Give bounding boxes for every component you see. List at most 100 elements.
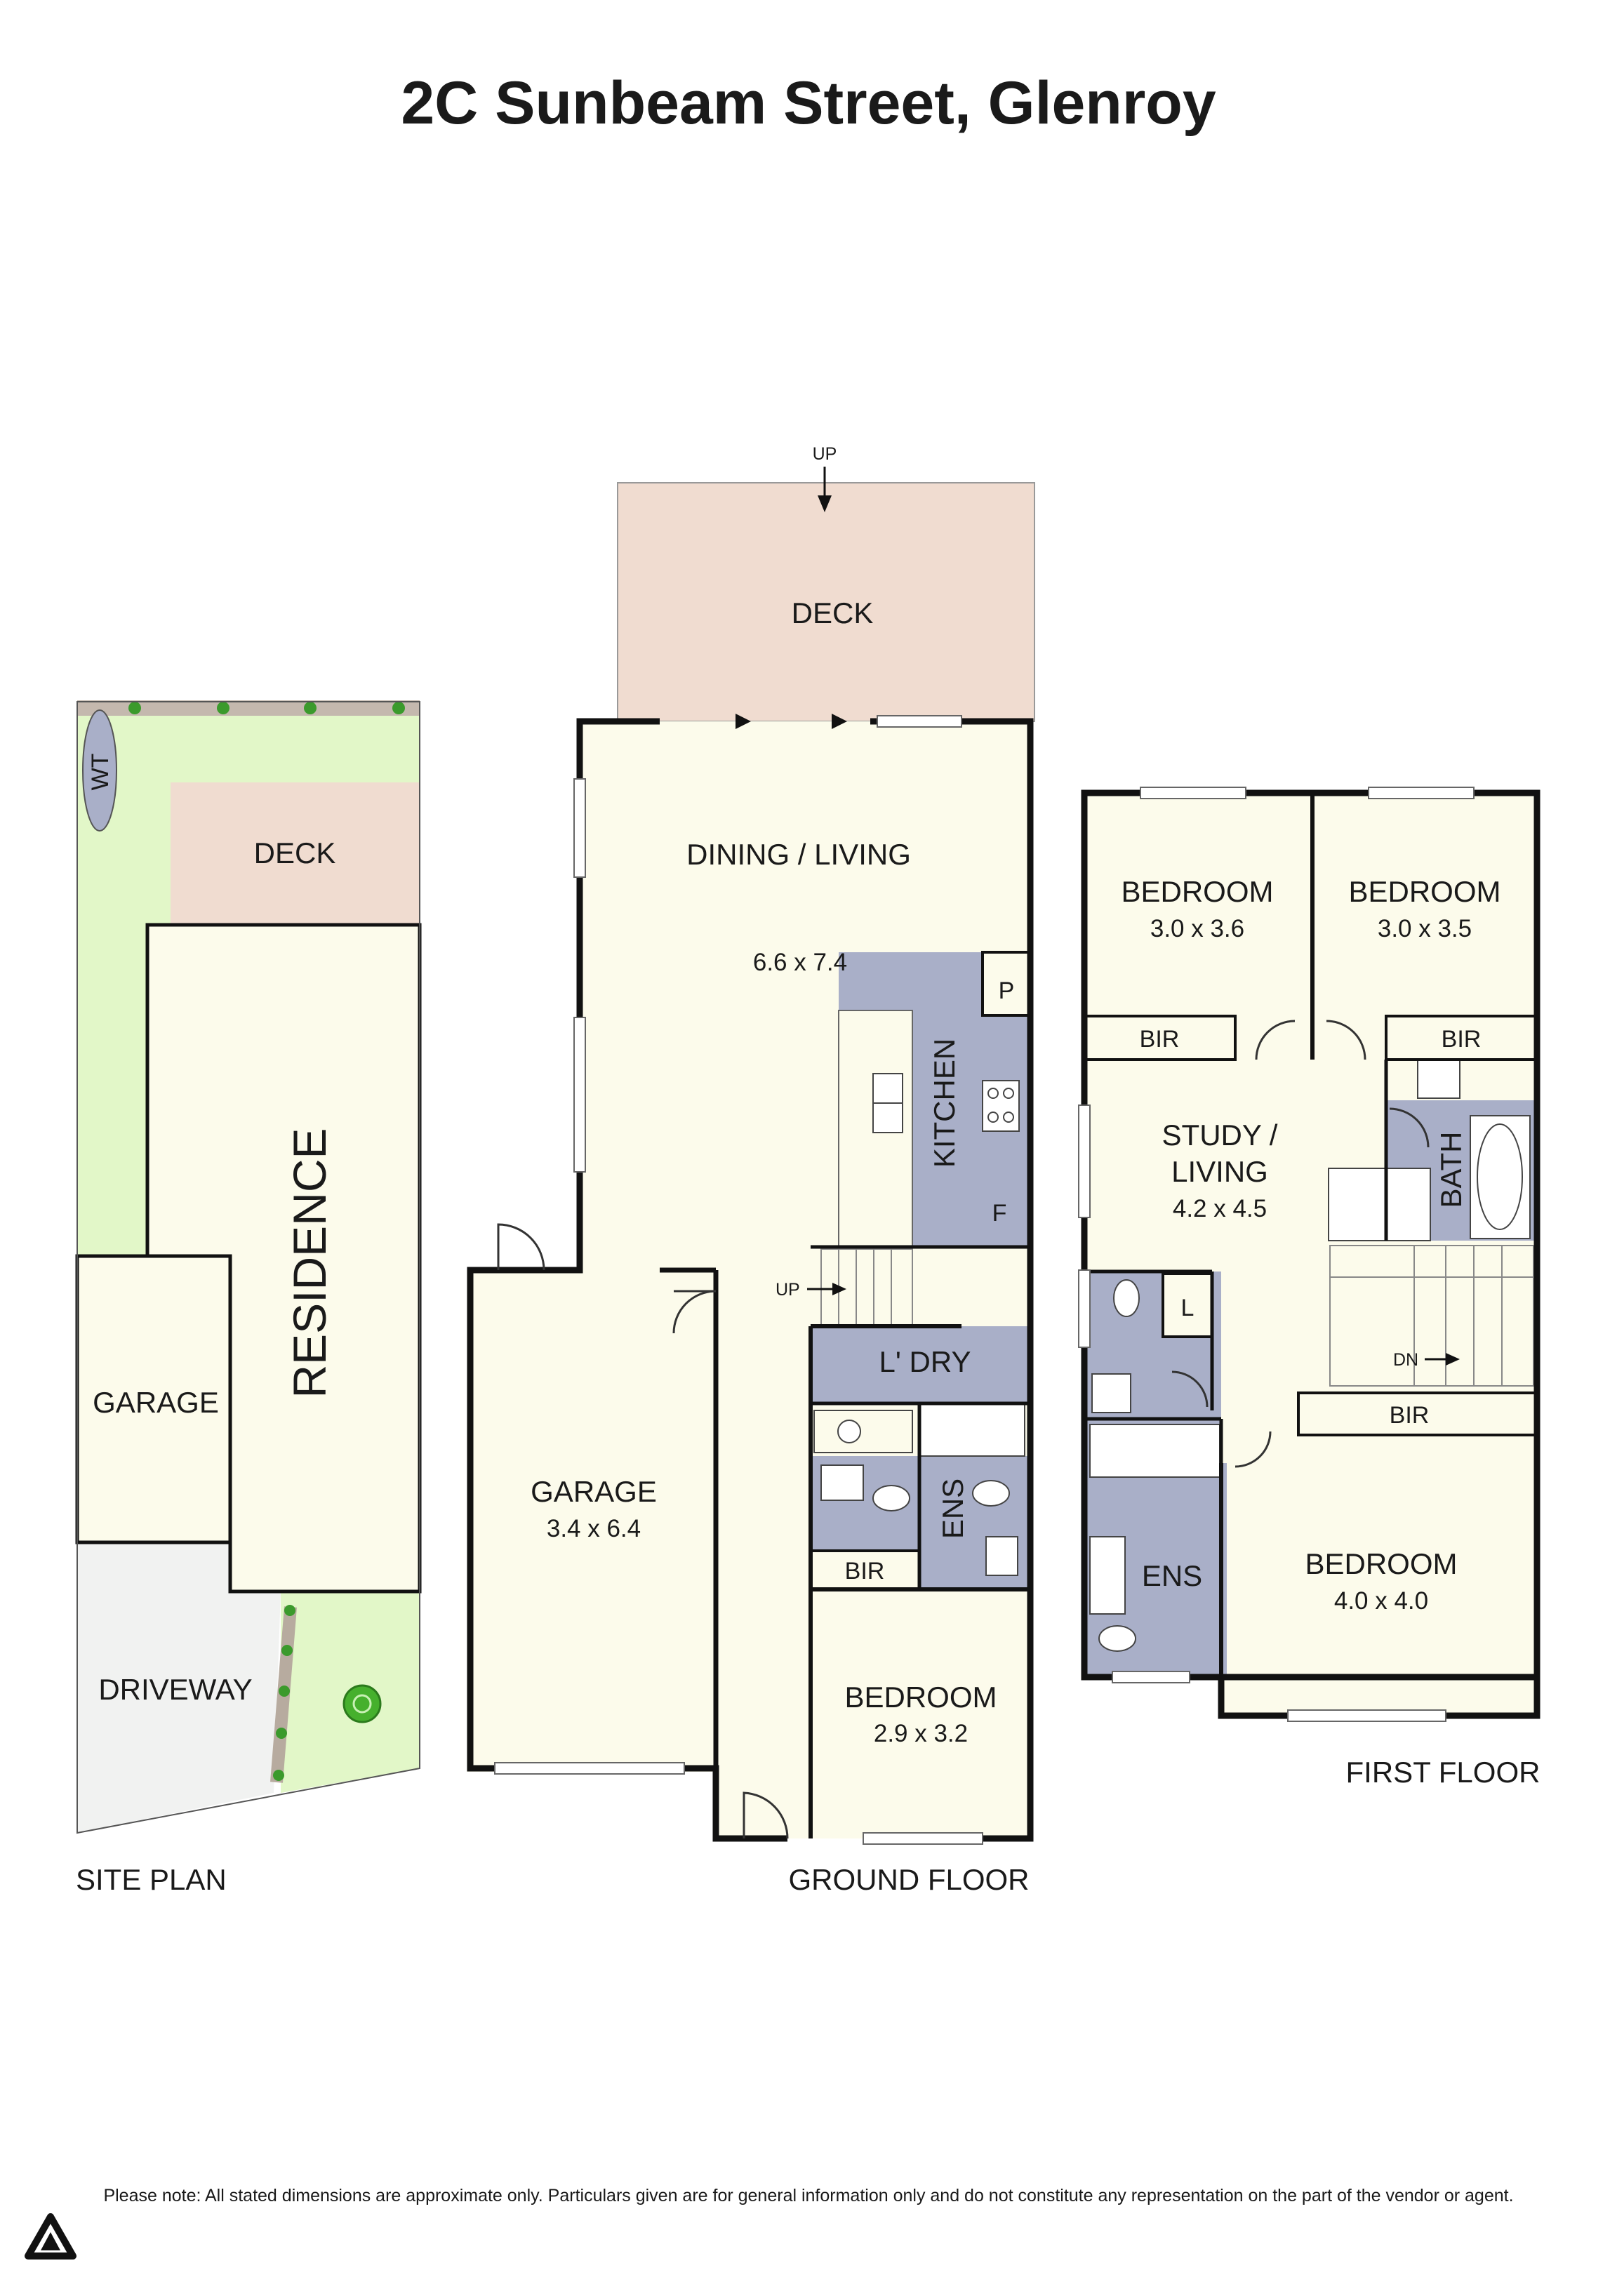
shrub-icon	[276, 1728, 287, 1739]
laundry-area	[811, 1326, 1030, 1403]
window	[1140, 787, 1246, 799]
shrub-icon	[279, 1686, 290, 1697]
site-residence-label: RESIDENCE	[284, 1128, 335, 1398]
door-swing	[1389, 1107, 1430, 1148]
ground-ensuite-label: ENS	[936, 1479, 969, 1539]
first-bedroom1-dims: 3.0 x 3.6	[1150, 915, 1244, 942]
basin-icon	[985, 1536, 1018, 1576]
shrub-icon	[217, 702, 229, 714]
ground-bedroom-label: BEDROOM	[844, 1681, 997, 1714]
ground-deck-label: DECK	[792, 596, 874, 629]
garage-label: GARAGE	[531, 1475, 657, 1508]
ground-deck	[617, 482, 1035, 722]
first-bir-right-label: BIR	[1442, 1026, 1482, 1053]
toilet-icon	[872, 1485, 910, 1511]
first-stairs	[1329, 1245, 1534, 1387]
basin-icon	[1089, 1536, 1126, 1615]
recycle-logo-icon	[25, 2213, 76, 2260]
window	[573, 1017, 586, 1173]
up-arrow-icon	[818, 495, 832, 512]
site-boundary	[76, 701, 420, 1834]
window	[1112, 1671, 1190, 1683]
bath-label: BATH	[1435, 1132, 1468, 1208]
door-swing	[1255, 1020, 1296, 1060]
cooktop-icon	[982, 1080, 1020, 1132]
site-deck-label: DECK	[254, 836, 336, 869]
first-bedroom2-dims: 3.0 x 3.5	[1378, 915, 1472, 942]
first-bedroom3-dims: 4.0 x 4.0	[1334, 1587, 1428, 1615]
door-swing	[497, 1223, 545, 1271]
water-tank-label: WT	[87, 754, 114, 791]
window	[877, 715, 962, 728]
first-floor: BATH ENS L DN BIR BIR BIR	[1078, 787, 1541, 1789]
ground-floor-slab	[467, 721, 1030, 1838]
down-arrow-icon	[1446, 1353, 1460, 1366]
ground-bir-label: BIR	[845, 1558, 885, 1584]
ground-floor: DECK UP P KITCHEN F UP L' DRY	[467, 444, 1035, 1896]
door-swing	[1235, 1431, 1272, 1468]
laundry-label: L' DRY	[879, 1345, 971, 1378]
toilet-icon	[1113, 1279, 1140, 1317]
up-label-stairs: UP	[776, 1280, 800, 1300]
window	[1368, 787, 1475, 799]
first-bedroom3-label: BEDROOM	[1305, 1547, 1457, 1580]
laundry-tub-icon	[813, 1410, 913, 1453]
down-label: DN	[1393, 1350, 1418, 1370]
first-bedroom1-label: BEDROOM	[1121, 875, 1273, 908]
site-garage-label: GARAGE	[93, 1386, 219, 1419]
door-swing	[743, 1791, 789, 1839]
door-swing	[1326, 1020, 1366, 1060]
shrub-icon	[281, 1645, 293, 1656]
shrub-icon	[284, 1605, 295, 1616]
first-ensuite-lower	[1221, 1463, 1227, 1677]
shrub-icon	[392, 702, 405, 714]
site-garage	[75, 1254, 232, 1544]
site-plan-caption: SITE PLAN	[76, 1863, 227, 1896]
first-floor-caption: FIRST FLOOR	[1346, 1756, 1541, 1789]
shower-icon	[919, 1403, 1025, 1457]
bathtub-icon	[1089, 1424, 1220, 1478]
shrub-icon	[304, 702, 317, 714]
garage-dims: 3.4 x 6.4	[547, 1515, 641, 1542]
site-driveway-label: DRIVEWAY	[98, 1673, 252, 1706]
first-ensuite-label: ENS	[1142, 1559, 1202, 1592]
site-driveway	[77, 1541, 281, 1833]
first-bir-left-label: BIR	[1140, 1026, 1180, 1053]
first-bir-lower-label: BIR	[1390, 1402, 1430, 1429]
window	[494, 1762, 685, 1775]
disclaimer: Please note: All stated dimensions are a…	[103, 2186, 1513, 2205]
linen-label: L	[1181, 1295, 1195, 1321]
fridge-label: F	[992, 1200, 1007, 1227]
first-bedroom2-label: BEDROOM	[1348, 875, 1500, 908]
window	[1078, 1104, 1091, 1218]
ground-bedroom-dims: 2.9 x 3.2	[874, 1720, 968, 1747]
page-title: 2C Sunbeam Street, Glenroy	[401, 69, 1216, 137]
study-label-line2: LIVING	[1171, 1155, 1268, 1188]
shrub-icon	[273, 1770, 284, 1781]
kitchen-label: KITCHEN	[928, 1039, 961, 1168]
window	[573, 778, 586, 878]
shower-icon	[1328, 1168, 1431, 1241]
toilet-icon	[1098, 1625, 1136, 1652]
basin-icon	[1091, 1373, 1131, 1413]
window	[1287, 1709, 1446, 1722]
ground-floor-caption: GROUND FLOOR	[788, 1863, 1029, 1896]
pantry-label: P	[999, 977, 1015, 1004]
door-arrow-icon	[832, 714, 847, 729]
up-label-top: UP	[813, 444, 837, 464]
window	[1078, 1269, 1091, 1348]
door-swing	[1171, 1370, 1209, 1408]
basin-icon	[1417, 1059, 1460, 1099]
water-tank-icon	[82, 709, 117, 832]
first-bir-left	[1083, 1015, 1237, 1061]
window	[863, 1832, 983, 1845]
study-dims: 4.2 x 4.5	[1173, 1195, 1267, 1222]
dining-living-label: DINING / LIVING	[686, 838, 911, 871]
dining-living-dims: 6.6 x 7.4	[753, 949, 847, 976]
pantry	[981, 951, 1032, 1017]
door-swing	[672, 1290, 717, 1334]
shrub-icon	[128, 702, 141, 714]
door-arrow-icon	[736, 714, 751, 729]
study-label-line1: STUDY /	[1162, 1119, 1278, 1152]
